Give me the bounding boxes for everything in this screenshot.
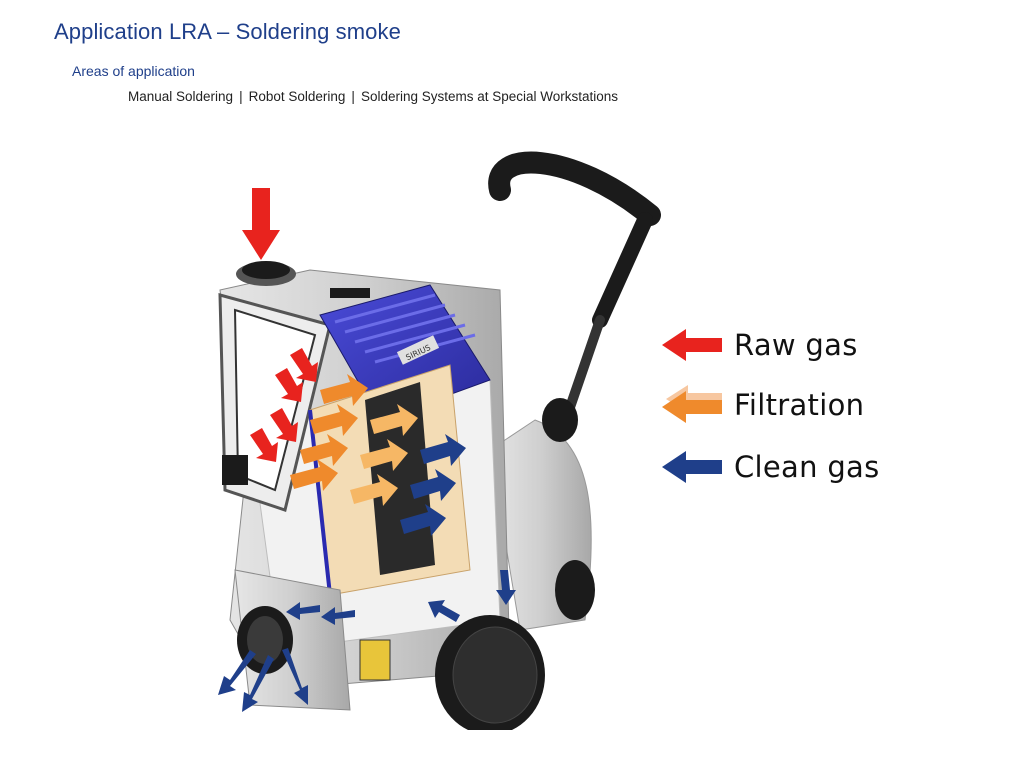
raw-gas-arrows	[242, 188, 318, 462]
area-item: Manual Soldering	[128, 89, 234, 104]
application-areas: Manual Soldering | Robot Soldering | Solderi…	[128, 89, 618, 104]
filter-unit-illustration: SIRIUS	[218, 151, 661, 730]
inlet-port	[236, 261, 296, 286]
legend-item-clean-gas: Clean gas	[660, 442, 880, 492]
filtration-arrows	[290, 374, 418, 506]
area-separator: |	[239, 89, 243, 104]
legend-label: Filtration	[734, 388, 865, 422]
blue-arrow-icon	[662, 451, 722, 483]
area-item: Robot Soldering	[248, 89, 346, 104]
wheels	[435, 560, 595, 730]
page-subtitle: Areas of application	[72, 63, 195, 79]
legend-item-filtration: Filtration	[660, 380, 864, 430]
area-separator: |	[351, 89, 355, 104]
legend: Raw gas Filtration Clean gas	[660, 320, 1000, 520]
red-arrow-icon	[662, 329, 722, 361]
legend-item-raw-gas: Raw gas	[660, 320, 858, 370]
clean-gas-arrows	[218, 434, 516, 712]
legend-label: Clean gas	[734, 450, 880, 484]
orange-arrow-icon	[662, 385, 722, 423]
page-title: Application LRA – Soldering smoke	[54, 19, 401, 44]
legend-label: Raw gas	[734, 328, 858, 362]
area-item: Soldering Systems at Special Workstation…	[360, 89, 619, 104]
